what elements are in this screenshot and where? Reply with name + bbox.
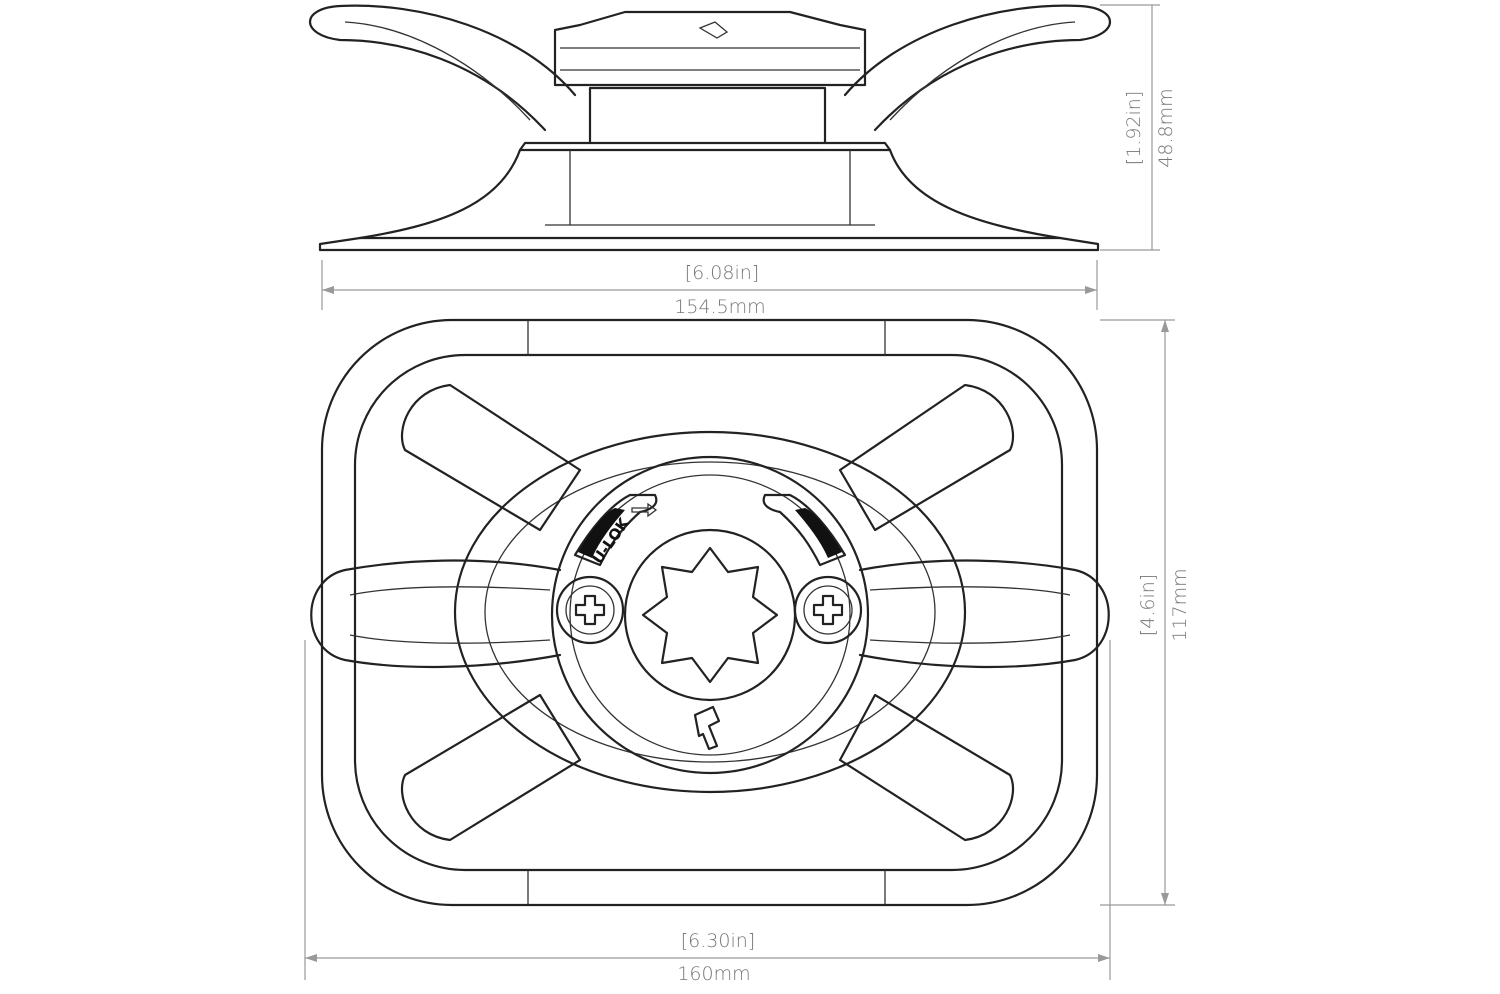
logo-mark xyxy=(693,705,721,751)
depth-inches: [4.6in] xyxy=(1137,574,1159,636)
screw-left xyxy=(555,575,625,645)
height-mm: 48.8mm xyxy=(1155,88,1177,167)
height-inches: [1.92in] xyxy=(1123,91,1145,165)
top-width-mm: 154.5mm xyxy=(674,296,765,318)
bottom-width-mm: 160mm xyxy=(677,963,750,985)
side-view xyxy=(309,4,1111,252)
dimension-height: [1.92in] 48.8mm xyxy=(1100,4,1177,251)
bottom-width-inches: [6.30in] xyxy=(681,930,755,952)
dimension-bottom-width: [6.30in] 160mm xyxy=(304,640,1111,985)
screw-right xyxy=(793,575,863,645)
dimension-top-width: [6.08in] 154.5mm xyxy=(321,260,1098,318)
top-width-inches: [6.08in] xyxy=(685,262,759,284)
depth-mm: 117mm xyxy=(1169,568,1191,641)
top-view: U-LOK xyxy=(310,318,1110,907)
dimension-depth: [4.6in] 117mm xyxy=(1100,319,1191,906)
